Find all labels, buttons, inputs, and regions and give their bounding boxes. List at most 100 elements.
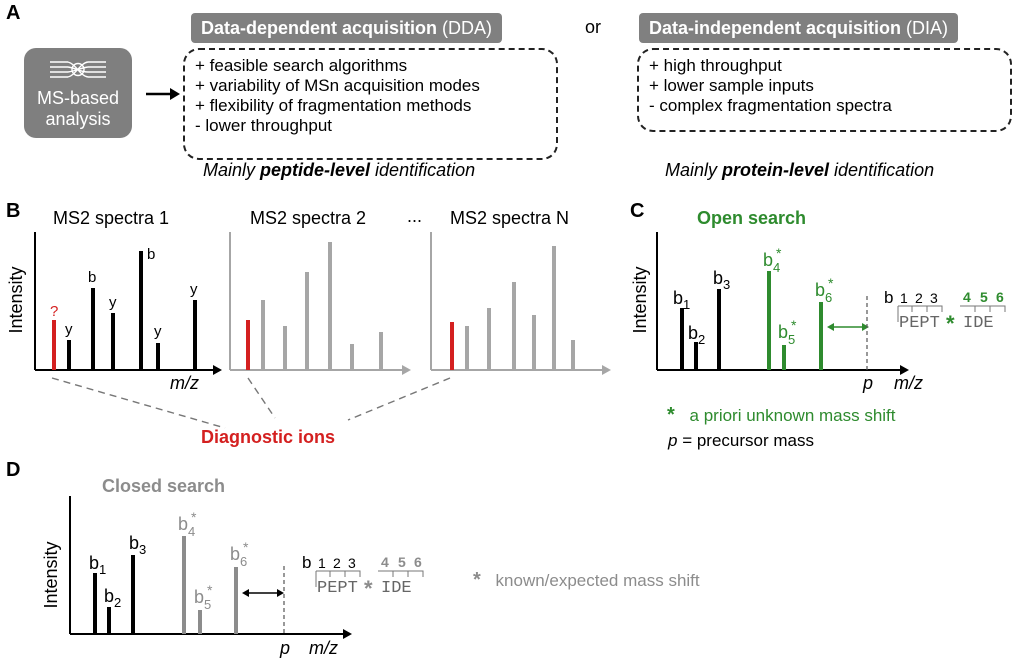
svg-text:3: 3 [930,290,938,306]
dda-title: Data-dependent acquisition [201,18,438,38]
y-axis-label: Intensity [6,266,26,333]
dda-caption: Mainly peptide-level identification [203,160,476,180]
svg-text:6: 6 [414,554,422,570]
svg-text:4: 4 [381,554,389,570]
panel-b-label: B [6,200,21,222]
svg-text:*: * [828,275,834,291]
svg-text:b: b [302,553,311,572]
peak-b1 [680,308,684,370]
ellipsis: ... [407,206,423,226]
peak-b5-shifted [782,345,786,370]
spectrum-2-title: MS2 spectra 2 [250,208,367,228]
svg-text:*: * [946,311,955,336]
dia-item: - complex fragmentation spectra [649,96,892,115]
open-search-title: Open search [697,208,807,228]
peak [283,326,287,370]
svg-text:b1: b1 [89,553,106,577]
ion-label: y [154,323,162,340]
peak [261,300,265,370]
svg-text:IDE: IDE [963,314,994,333]
ms-analysis-box: MS-based analysis [24,48,132,138]
svg-text:m/z: m/z [894,373,923,393]
ion-label: b [147,246,155,263]
peak [552,246,556,370]
svg-text:b4: b4 [178,514,195,539]
peak [350,344,354,370]
peak-b4-shifted [767,271,771,370]
dia-item: + high throughput [649,56,782,75]
svg-text:*: * [364,576,373,601]
svg-text:3: 3 [348,555,356,571]
svg-text:m/z: m/z [309,638,338,658]
dia-caption: Mainly protein-level identification [665,160,935,180]
ms-box-label-line2: analysis [45,109,111,129]
peak [91,288,95,370]
peak-b6-shifted [234,567,238,634]
svg-text:b3: b3 [713,268,730,292]
svg-text:b6: b6 [230,544,247,569]
peak-b3 [131,555,135,634]
peak [156,343,160,370]
diagnostic-peak [450,322,454,370]
dda-item: + flexibility of fragmentation methods [195,96,472,115]
peak [193,300,197,370]
or-text: or [585,17,602,37]
ms-box-label-line1: MS-based [36,88,120,108]
panel-a-label: A [6,2,21,24]
peak [67,340,71,370]
svg-text:6: 6 [996,289,1004,305]
spectrum-n-title: MS2 spectra N [450,208,570,228]
svg-text:b4: b4 [763,250,780,275]
svg-text:p: p [279,638,290,658]
peak-b3 [717,289,721,370]
svg-text:4: 4 [963,289,971,305]
svg-text:b3: b3 [129,533,146,557]
dda-header: Data-dependent acquisition (DDA) [191,13,503,43]
svg-text:b2: b2 [688,323,705,347]
peak [111,313,115,370]
peak [571,340,575,370]
peak-b2 [107,607,111,634]
peak [465,326,469,370]
mass-spectrometer-icon [50,61,106,78]
peak [139,251,143,370]
dda-item: - lower throughput [195,116,333,135]
peak [328,242,332,370]
svg-text:p: p [862,373,873,393]
closed-search-legend: * known/expected mass shift [473,569,700,591]
dda-item: + feasible search algorithms [195,56,408,75]
diagnostic-peak [246,320,250,370]
peak [532,315,536,370]
dia-abbr: (DIA) [901,18,949,38]
svg-text:2: 2 [915,290,923,306]
peak [487,308,491,370]
dda-abbr: (DDA) [437,18,493,38]
dia-box: + high throughput + lower sample inputs … [637,48,1012,132]
svg-text:5: 5 [398,554,406,570]
peak [512,282,516,370]
svg-text:b: b [884,288,893,307]
peak-b1 [93,573,97,634]
svg-text:IDE: IDE [381,579,412,598]
precursor-legend: p = precursor mass [668,431,814,450]
svg-text:*: * [776,245,782,261]
panel-c-label: C [630,200,645,222]
svg-text:b5: b5 [778,322,795,347]
dda-box: + feasible search algorithms + variabili… [183,48,558,160]
peak-b5-shifted [198,610,202,634]
ion-label: b [88,269,96,286]
svg-text:PEPT: PEPT [899,314,940,333]
peak-b4-shifted [182,536,186,634]
open-search-legend-star: * a priori unknown mass shift [667,404,896,426]
svg-text:2: 2 [333,555,341,571]
svg-text:b1: b1 [673,288,690,312]
diagnostic-peak [52,320,56,370]
star-icon: * [667,404,675,426]
svg-text:1: 1 [900,290,908,306]
svg-text:*: * [791,317,797,333]
ion-label: y [190,281,198,298]
ion-label: y [109,294,117,311]
